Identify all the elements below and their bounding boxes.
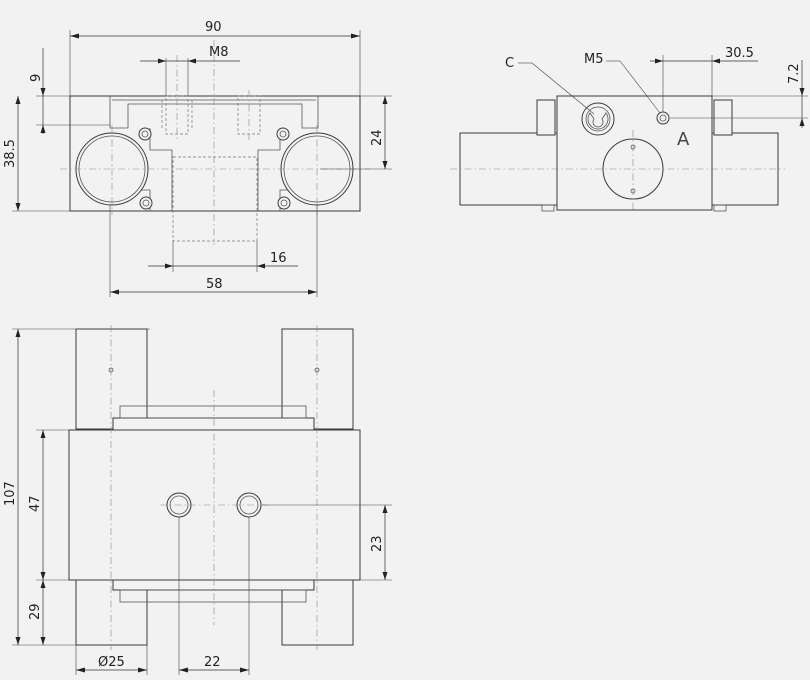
side-view: C M5 A 30.5 7.2 xyxy=(450,46,808,212)
dim-diameter-25: Ø25 xyxy=(98,655,125,670)
dim-width-22: 22 xyxy=(204,655,221,670)
callout-c: C xyxy=(505,56,514,71)
dim-length-29: 29 xyxy=(28,603,43,620)
screw-icon xyxy=(138,127,291,210)
callout-m5: M5 xyxy=(584,52,604,67)
front-view: 90 M8 9 38.5 24 16 58 xyxy=(3,20,392,297)
dim-height-38-5: 38.5 xyxy=(3,139,18,168)
dim-length-47: 47 xyxy=(28,495,43,512)
dim-width-30-5: 30.5 xyxy=(725,46,754,61)
dim-length-23: 23 xyxy=(370,535,385,552)
dim-width-16: 16 xyxy=(270,251,287,266)
label-a: A xyxy=(677,129,690,150)
dim-height-24: 24 xyxy=(370,129,385,146)
dim-thread-m8: M8 xyxy=(209,45,229,60)
dim-width-90: 90 xyxy=(205,20,222,35)
dim-height-9: 9 xyxy=(29,74,44,82)
port-m5-icon xyxy=(656,111,670,125)
dim-height-7-2: 7.2 xyxy=(787,63,802,84)
dim-width-58: 58 xyxy=(206,277,223,292)
dim-length-107: 107 xyxy=(3,481,18,506)
top-view: 107 47 29 23 Ø25 22 xyxy=(3,325,392,675)
